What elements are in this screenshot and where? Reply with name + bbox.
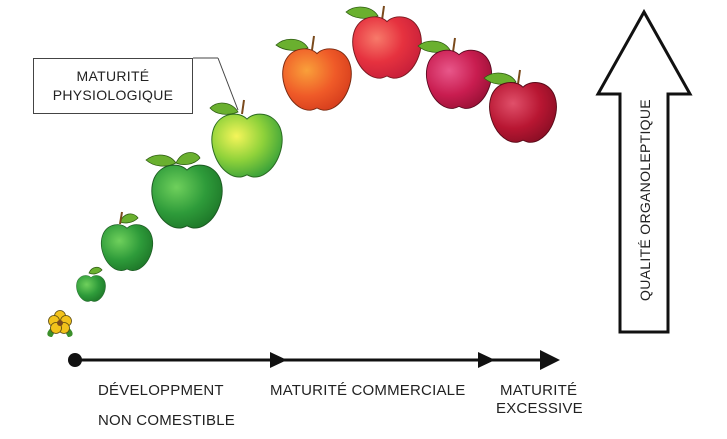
arrowhead-icon	[478, 352, 495, 368]
box-label-line2: PHYSIOLOGIQUE	[52, 87, 174, 103]
quality-arrow-icon	[595, 8, 693, 334]
fruit-tiny-icon	[76, 266, 106, 302]
development-label-line2: NON COMESTIBLE	[98, 412, 235, 429]
fruit-mature-icon	[209, 99, 283, 178]
fruit-orange-icon	[275, 35, 352, 111]
fruit-medium-icon	[145, 152, 223, 229]
flower-icon	[47, 310, 73, 337]
excessive-maturity-label-line2: EXCESSIVE	[496, 400, 583, 417]
fruit-overripe-icon	[483, 69, 557, 143]
development-label-line1: DÉVELOPPMENT	[98, 382, 224, 399]
commercial-maturity-label: MATURITÉ COMMERCIALE	[270, 382, 466, 399]
organoleptic-quality-label: QUALITÉ ORGANOLEPTIQUE	[637, 99, 653, 301]
box-label-line1: MATURITÉ	[76, 68, 150, 84]
fruit-crimson-icon	[417, 37, 492, 109]
timeline-axis	[68, 350, 560, 370]
pointer-line-diagonal	[217, 57, 239, 111]
fruit-small-icon	[100, 211, 154, 272]
arrowhead-icon	[540, 350, 560, 370]
physiological-maturity-label: MATURITÉ PHYSIOLOGIQUE	[33, 58, 193, 114]
arrowhead-icon	[270, 352, 287, 368]
fruit-red-icon	[345, 5, 422, 79]
excessive-maturity-label-line1: MATURITÉ	[500, 382, 578, 399]
